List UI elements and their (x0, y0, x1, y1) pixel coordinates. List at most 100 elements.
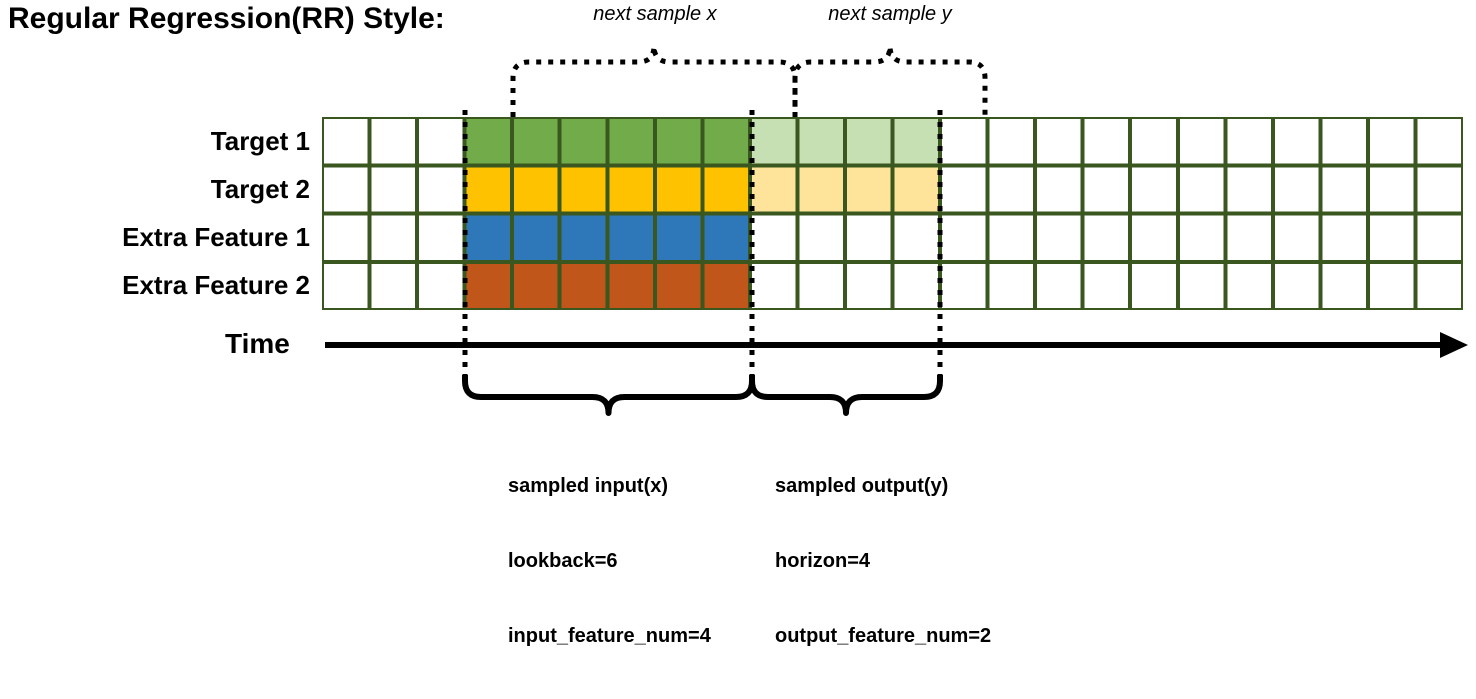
grid-cell (1037, 119, 1081, 164)
grid-cell (419, 215, 463, 260)
grid-cell (1417, 263, 1461, 308)
grid-cell (1084, 167, 1129, 212)
grid-cell (894, 263, 939, 308)
grid-cell (1037, 167, 1081, 212)
grid-cell (846, 119, 891, 164)
grid-cell (1227, 119, 1271, 164)
grid-cell (1369, 119, 1414, 164)
note-output-line-2: horizon=4 (775, 550, 871, 572)
grid-cell (561, 167, 606, 212)
grid-cell (1274, 215, 1319, 260)
grid-cell (1417, 167, 1461, 212)
top-brace-next-sample-y (792, 45, 988, 117)
grid-background (322, 117, 1463, 310)
grid-cell (894, 167, 939, 212)
grid-cell (466, 119, 511, 164)
grid-cell (561, 215, 606, 260)
grid-cell (942, 167, 986, 212)
grid-cell (989, 215, 1034, 260)
grid-cell (704, 167, 748, 212)
grid-cell (1037, 263, 1081, 308)
grid-cell (989, 263, 1034, 308)
grid-cell (466, 263, 511, 308)
grid-cell (1369, 215, 1414, 260)
diagram-vector-layer (322, 45, 1468, 416)
grid-cell (1322, 215, 1366, 260)
grid-cell (1084, 263, 1129, 308)
grid-cell (1179, 263, 1224, 308)
grid-cell (419, 119, 463, 164)
grid-cell (466, 167, 511, 212)
grid-cell (942, 119, 986, 164)
grid-cell (1369, 263, 1414, 308)
grid-cell (704, 263, 748, 308)
grid-cell (419, 167, 463, 212)
grid-cell (1322, 167, 1366, 212)
grid-cell (1179, 119, 1224, 164)
note-input-line-2: lookback=6 (508, 550, 618, 572)
note-input-line-3: input_feature_num=4 (508, 625, 711, 647)
grid-cell (324, 167, 368, 212)
grid-cell (1227, 215, 1271, 260)
grid-cell (1132, 263, 1176, 308)
grid-cell (1084, 119, 1129, 164)
grid-cell (1132, 119, 1176, 164)
grid-cell (1084, 215, 1129, 260)
grid-cell (561, 119, 606, 164)
grid-cell (371, 215, 416, 260)
grid-cell (609, 263, 653, 308)
bottom-brace-group (462, 375, 943, 416)
grid-cell (1037, 215, 1081, 260)
grid-cell (704, 119, 748, 164)
bottom-brace-sampled-output (749, 375, 943, 416)
grid-cell (751, 167, 796, 212)
grid-cell (1322, 263, 1366, 308)
grid-cell (942, 263, 986, 308)
grid-cell (324, 263, 368, 308)
time-axis-arrow (325, 332, 1468, 358)
grid-cell (894, 215, 939, 260)
brace-label-next-sample-x: next sample x (593, 3, 717, 25)
grid-cell (751, 215, 796, 260)
note-output-line-3: output_feature_num=2 (775, 625, 992, 647)
brace-label-next-sample-y: next sample y (828, 3, 952, 25)
grid-cell (799, 167, 843, 212)
grid-cell (419, 263, 463, 308)
grid-cell (371, 119, 416, 164)
grid-cell (1227, 167, 1271, 212)
grid-cell (609, 119, 653, 164)
grid-cell (989, 119, 1034, 164)
grid-cell (514, 167, 558, 212)
grid-cell (704, 215, 748, 260)
grid-cell (1179, 215, 1224, 260)
grid-cell (324, 119, 368, 164)
grid-cell (514, 119, 558, 164)
grid-cell (324, 215, 368, 260)
row-label-target-2: Target 2 (210, 174, 310, 204)
grid-cell (1369, 167, 1414, 212)
grid-cell (989, 167, 1034, 212)
grid-cell (656, 263, 701, 308)
note-input-line-1: sampled input(x) (508, 475, 669, 497)
grid-cell (846, 215, 891, 260)
grid-cell (751, 119, 796, 164)
diagram-canvas: Regular Regression(RR) Style: Target 1 T… (8, 2, 1468, 647)
row-label-extra-feature-2: Extra Feature 2 (122, 270, 310, 300)
grid-cell (846, 167, 891, 212)
grid-cell (1274, 167, 1319, 212)
grid-cell (1417, 215, 1461, 260)
grid-cell (1179, 167, 1224, 212)
top-brace-next-sample-x (510, 45, 798, 117)
grid-cell (1274, 119, 1319, 164)
grid-cell (1227, 263, 1271, 308)
bottom-brace-sampled-input (462, 375, 755, 416)
grid-cell (609, 215, 653, 260)
timeline-grid (322, 117, 1463, 310)
time-axis-label: Time (225, 328, 290, 359)
grid-cell (799, 119, 843, 164)
dotted-guide-lines (462, 110, 943, 380)
grid-cell (371, 167, 416, 212)
grid-cell (514, 263, 558, 308)
row-label-target-1: Target 1 (210, 126, 310, 156)
row-label-extra-feature-1: Extra Feature 1 (122, 222, 310, 252)
